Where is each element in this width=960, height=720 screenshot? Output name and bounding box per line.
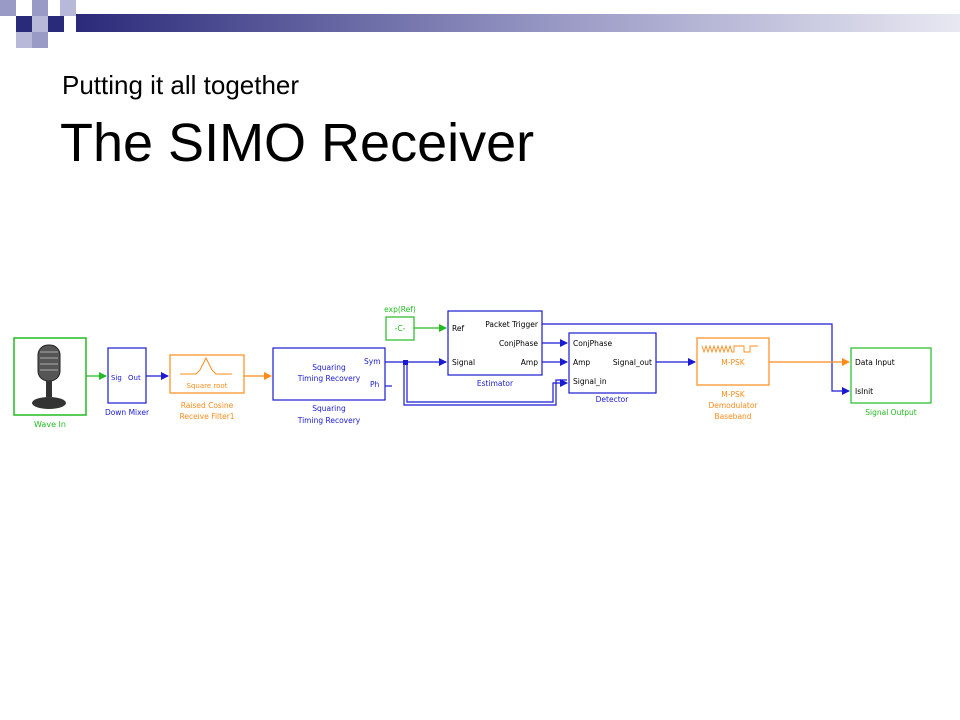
wave-in-block[interactable]: Wave In xyxy=(13,337,87,429)
down-mixer-label: Down Mixer xyxy=(105,408,150,417)
signal-output-port-data: Data Input xyxy=(855,358,895,367)
down-mixer-port-out: Out xyxy=(128,374,141,382)
raised-cosine-label-2: Receive Filter1 xyxy=(179,412,234,421)
banner-gradient-bar xyxy=(76,14,960,32)
sinc-pulse-icon xyxy=(180,356,232,375)
banner-square xyxy=(32,0,48,16)
down-mixer-port-sig: Sig xyxy=(111,374,122,382)
estimator-out-conjphase: ConjPhase xyxy=(499,339,538,348)
banner-square xyxy=(16,0,32,16)
detector-out-signal: Signal_out xyxy=(613,358,652,367)
banner-square xyxy=(16,32,32,48)
wire-trigger-isinit xyxy=(542,323,850,395)
estimator-out-amp: Amp xyxy=(521,358,538,367)
raised-cosine-inner-label: Square root xyxy=(187,382,228,390)
wire-sym-branch-1 xyxy=(403,362,567,406)
wire-sym-branch-2 xyxy=(406,362,568,403)
estimator-label: Estimator xyxy=(477,379,514,388)
estimator-block[interactable]: Ref Signal Packet Trigger ConjPhase Amp … xyxy=(447,310,543,388)
mpsk-inner-label: M-PSK xyxy=(721,358,745,367)
detector-block[interactable]: ConjPhase Amp Signal_in Signal_out Detec… xyxy=(568,332,657,404)
mpsk-demodulator-block[interactable]: M-PSK M-PSK Demodulator Baseband xyxy=(696,337,770,421)
mpsk-label-3: Baseband xyxy=(714,412,751,421)
banner-square xyxy=(0,0,16,16)
banner-square xyxy=(48,16,64,32)
constant-value: -C- xyxy=(395,324,406,333)
detector-in-signal: Signal_in xyxy=(573,377,607,386)
header-banner xyxy=(0,0,960,48)
timing-label-1: Squaring xyxy=(312,404,346,413)
raised-cosine-label: Raised Cosine xyxy=(181,401,234,410)
wave-in-label: Wave In xyxy=(34,420,66,429)
slide-subtitle: Putting it all together xyxy=(62,70,300,100)
banner-square xyxy=(32,16,48,32)
banner-square xyxy=(32,32,48,48)
slide-title: The SIMO Receiver xyxy=(60,113,535,173)
signal-output-block[interactable]: Data Input IsInit Signal Output xyxy=(850,347,932,417)
signal-output-port-init: IsInit xyxy=(855,387,873,396)
timing-port-ph: Ph xyxy=(370,380,380,389)
constant-block[interactable]: exp(Ref) -C- xyxy=(384,305,416,341)
banner-square xyxy=(0,16,16,32)
timing-inner-label-2: Timing Recovery xyxy=(297,374,361,383)
detector-label: Detector xyxy=(596,395,630,404)
raised-cosine-filter-block[interactable]: Square root Raised Cosine Receive Filter… xyxy=(169,354,245,421)
banner-square xyxy=(60,0,76,16)
down-mixer-block[interactable]: Sig Out Down Mixer xyxy=(105,347,150,417)
timing-inner-label-1: Squaring xyxy=(312,363,346,372)
estimator-out-trigger: Packet Trigger xyxy=(485,320,539,329)
signal-output-label: Signal Output xyxy=(865,408,917,417)
detector-in-conjphase: ConjPhase xyxy=(573,339,612,348)
wire-junction xyxy=(403,360,408,365)
microphone-icon xyxy=(32,344,66,409)
signal-wires xyxy=(86,323,850,406)
estimator-port-ref: Ref xyxy=(452,324,464,333)
constant-top-label: exp(Ref) xyxy=(384,305,416,314)
timing-port-sym: Sym xyxy=(364,357,381,366)
mpsk-label-2: Demodulator xyxy=(708,401,758,410)
timing-recovery-block[interactable]: Squaring Timing Recovery Sym Ph Squaring… xyxy=(272,347,386,425)
detector-in-amp: Amp xyxy=(573,358,590,367)
timing-label-2: Timing Recovery xyxy=(297,416,361,425)
banner-square xyxy=(16,16,32,32)
estimator-port-signal: Signal xyxy=(452,358,475,367)
mpsk-label-1: M-PSK xyxy=(721,390,745,399)
waveform-icon xyxy=(701,344,758,354)
